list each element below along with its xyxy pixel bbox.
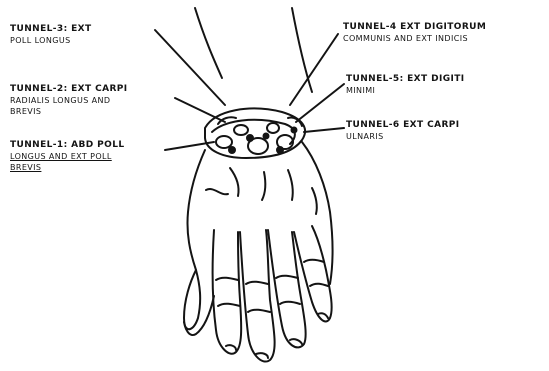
label-tunnel-1-line2: LONGUS AND EXT POLL [10,151,124,162]
label-tunnel-2-line1: TUNNEL-2: EXT CARPI [10,84,128,95]
forearm-left-outline [195,8,222,78]
label-tunnel-2-line2: RADIALIS LONGUS AND [10,95,128,106]
wrist-section [205,109,305,158]
label-tunnel-2: TUNNEL-2: EXT CARPI RADIALIS LONGUS AND … [10,84,128,117]
label-tunnel-1-line3: BREVIS [10,162,124,173]
label-tunnel-3-line2: POLL LONGUS [10,35,92,46]
label-tunnel-5: TUNNEL-5: EXT DIGITI MINIMI [346,74,465,96]
forearm-right-outline [292,8,312,92]
label-tunnel-5-line2: MINIMI [346,85,465,96]
label-tunnel-3-line1: TUNNEL-3: EXT [10,24,92,35]
label-tunnel-3: TUNNEL-3: EXT POLL LONGUS [10,24,92,46]
finger-index [213,230,242,354]
label-tunnel-6-line1: TUNNEL-6 EXT CARPI [346,120,460,131]
label-tunnel-4: TUNNEL-4 EXT DIGITORUM COMMUNIS AND EXT … [343,22,486,44]
hand-outline [184,150,205,329]
label-tunnel-1-line1: TUNNEL-1: ABD POLL [10,140,124,151]
label-tunnel-2-line3: BREVIS [10,106,128,117]
label-tunnel-5-line1: TUNNEL-5: EXT DIGITI [346,74,465,85]
leader-tunnel3 [155,30,225,105]
finger-middle [240,230,275,362]
leader-tunnel1 [165,142,214,150]
label-tunnel-4-line1: TUNNEL-4 EXT DIGITORUM [343,22,486,33]
leader-tunnel6 [304,128,344,132]
label-tunnel-4-line2: COMMUNIS AND EXT INDICIS [343,33,486,44]
label-tunnel-1: TUNNEL-1: ABD POLL LONGUS AND EXT POLL B… [10,140,124,173]
leader-tunnel2 [175,98,225,122]
leader-tunnel5 [296,84,344,122]
label-tunnel-6-line2: ULNARIS [346,131,460,142]
finger-little [294,226,332,321]
label-tunnel-6: TUNNEL-6 EXT CARPI ULNARIS [346,120,460,142]
